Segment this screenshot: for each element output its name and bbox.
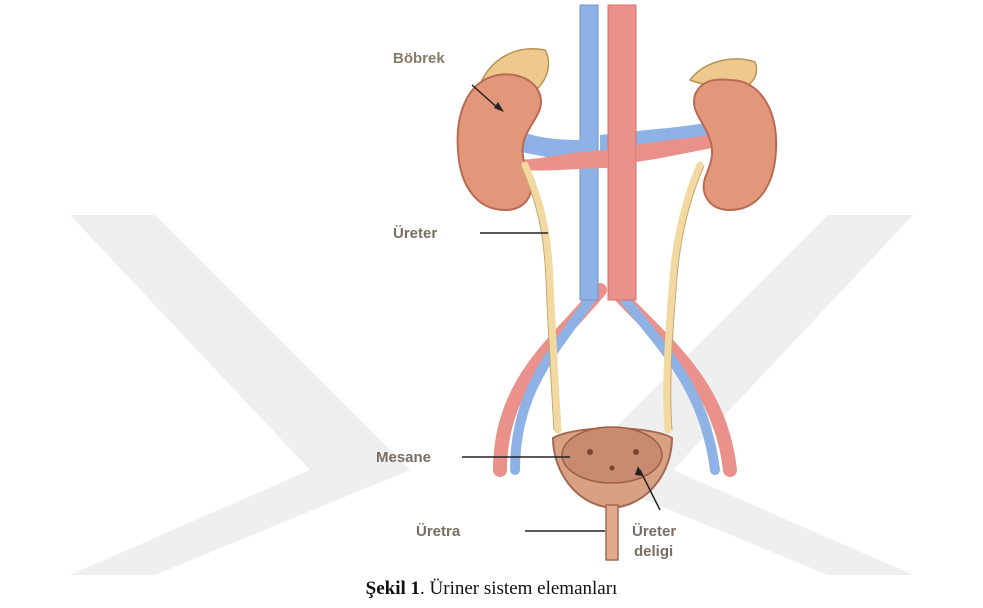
label-ureter-opening-2: deligi <box>634 543 673 560</box>
figure-caption: Şekil 1. Üriner sistem elemanları <box>0 578 983 600</box>
caption-text: . Üriner sistem elemanları <box>420 578 617 599</box>
label-ureter: Üreter <box>393 225 437 242</box>
urethra <box>606 505 618 560</box>
label-urethra: Üretra <box>416 523 461 540</box>
label-kidney: Böbrek <box>393 50 445 67</box>
aorta <box>608 5 636 300</box>
label-bladder: Mesane <box>376 449 431 466</box>
caption-prefix: Şekil 1 <box>366 578 420 599</box>
watermark-logo <box>70 215 913 575</box>
label-ureter-opening-1: Üreter <box>632 523 676 540</box>
